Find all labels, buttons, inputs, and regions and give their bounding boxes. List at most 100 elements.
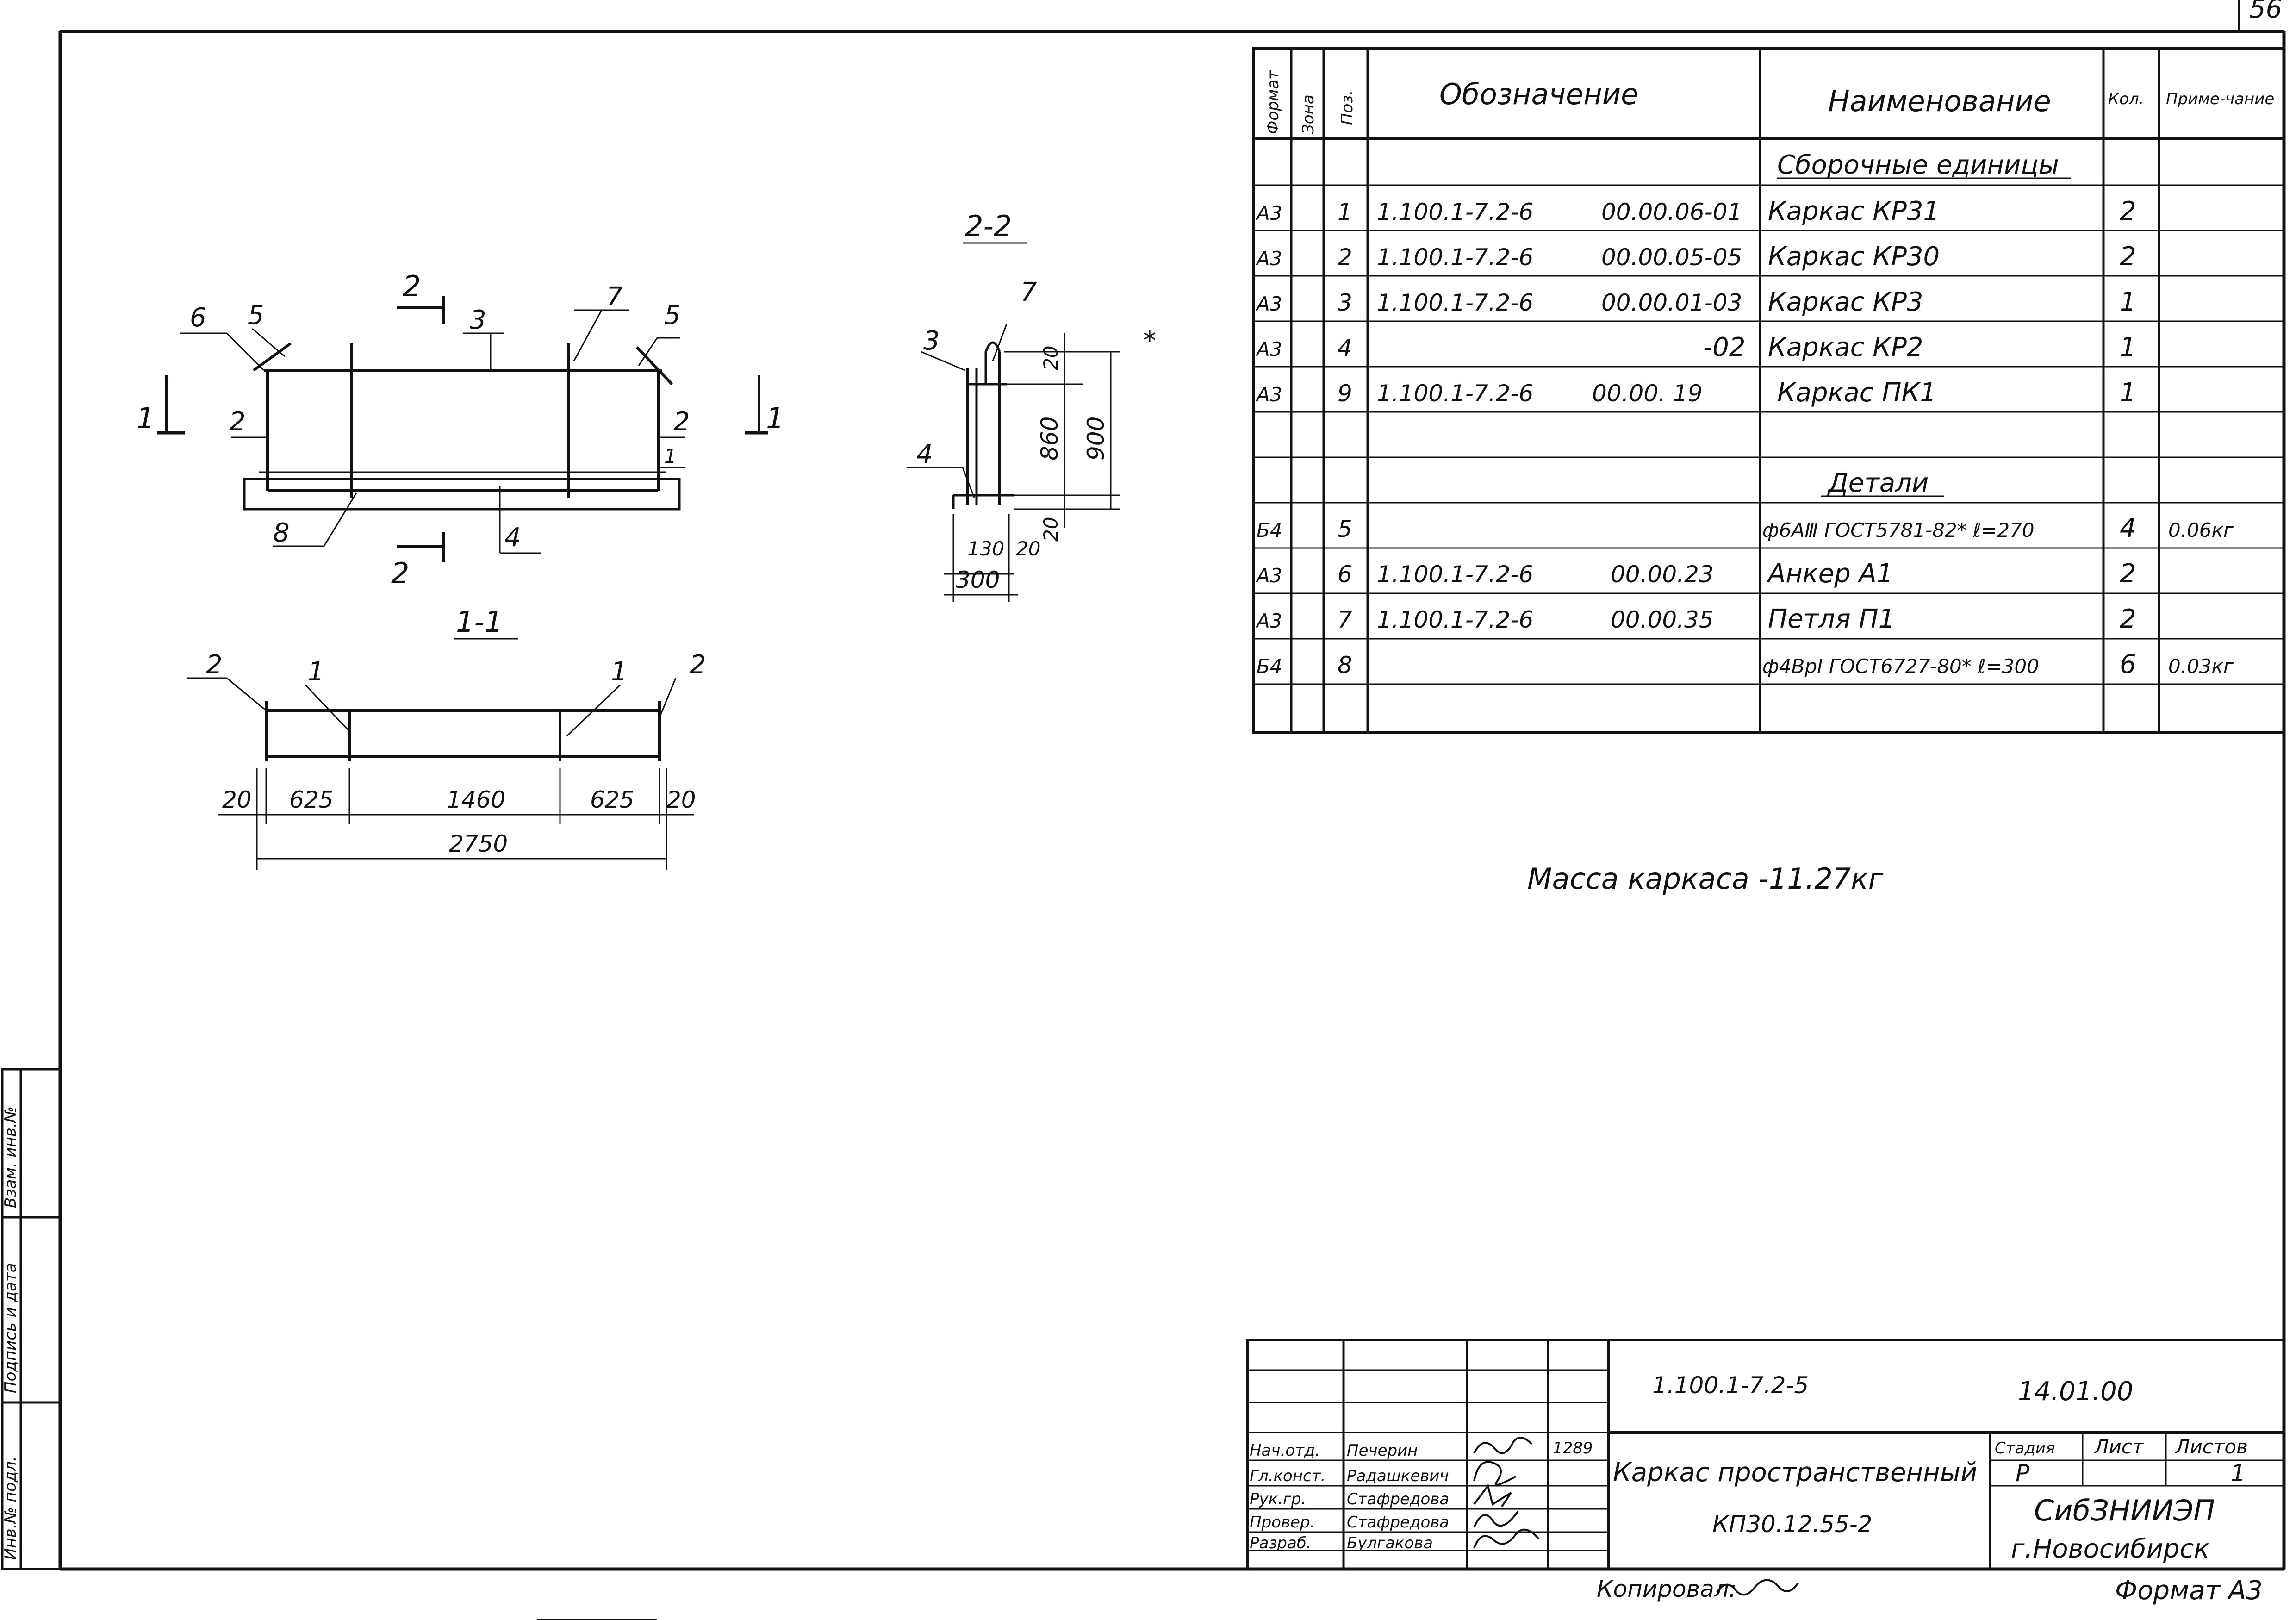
role-check: Провер. <box>1250 1513 1315 1532</box>
plan-callout-4: 4 <box>504 523 521 553</box>
plan-callout-2-left: 2 <box>229 407 246 437</box>
plan-callout-1-right: 1 <box>766 401 784 435</box>
table-row: А3 2 1.100.1-7.2-6 00.00.05-05 Каркас КР… <box>1255 242 2136 272</box>
table-row: А3 6 1.100.1-7.2-6 00.00.23 Анкер А1 2 <box>1255 559 2136 589</box>
table-row: Б4 5 ф6АⅢ ГОСТ5781-82* ℓ=270 4 0.06кг <box>1257 513 2234 543</box>
cell-name: ф6АⅢ ГОСТ5781-82* ℓ=270 <box>1762 519 2035 542</box>
cell-qty: 4 <box>2120 513 2136 543</box>
role-author: Разраб. <box>1250 1534 1312 1552</box>
cell-name: Каркас КР30 <box>1768 242 1940 272</box>
plan-callout-1-left: 1 <box>137 401 155 435</box>
sheet-frame <box>58 0 2286 1571</box>
cell-pos: 8 <box>1338 652 1352 679</box>
s22-callout-3: 3 <box>923 326 940 356</box>
s22-star: * <box>1143 326 1156 356</box>
cell-pos: 5 <box>1338 516 1352 542</box>
table-row: Б4 8 ф4ВрⅠ ГОСТ6727-80* ℓ=300 6 0.03кг <box>1257 649 2234 679</box>
section-2-2-view <box>907 324 1120 602</box>
cell-code: 00.00.01-03 <box>1601 289 1742 316</box>
cell-qty: 1 <box>2120 378 2136 408</box>
name-chief: Радашкевич <box>1347 1467 1449 1485</box>
section-1-1-title: 1-1 <box>456 605 503 639</box>
sheet-number: 56 <box>2249 0 2282 24</box>
header-designation: Обозначение <box>1439 77 1638 111</box>
cell-format: А3 <box>1255 247 1282 270</box>
name-check: Стафредова <box>1347 1513 1449 1532</box>
s11-callout-1-left: 1 <box>308 657 324 687</box>
side-stamp-inv: Инв.№ подл. <box>1 1456 20 1560</box>
cell-format: А3 <box>1255 293 1282 315</box>
cell-qty: 2 <box>2120 604 2136 634</box>
name-author: Булгакова <box>1347 1534 1433 1552</box>
section-2-2-title: 2-2 <box>965 209 1012 243</box>
s22-dim-300: 300 <box>956 567 1000 593</box>
plan-view <box>157 296 768 562</box>
cell-doc: 1.100.1-7.2-6 <box>1377 289 1533 316</box>
cell-pos: 3 <box>1338 289 1352 316</box>
year-mark: 1289 <box>1553 1439 1593 1458</box>
s11-dim-2750: 2750 <box>449 830 508 857</box>
s11-callout-2-right: 2 <box>690 650 706 680</box>
cell-name: ф4ВрⅠ ГОСТ6727-80* ℓ=300 <box>1762 655 2039 678</box>
signatures <box>1473 1437 1540 1549</box>
s22-dim-130: 130 <box>967 537 1004 560</box>
side-stamp-replace: Взам. инв.№ <box>1 1106 20 1208</box>
plan-callout-5-right: 5 <box>664 300 681 330</box>
cell-format: А3 <box>1255 383 1282 406</box>
sheets-value: 1 <box>2231 1460 2246 1487</box>
s11-dim-20-left: 20 <box>222 786 252 813</box>
cell-code: 00.00. 19 <box>1592 380 1703 407</box>
product-title: Каркас пространственный <box>1613 1458 1977 1488</box>
cell-doc: 1.100.1-7.2-6 <box>1377 244 1533 271</box>
cell-note: 0.06кг <box>2168 519 2234 542</box>
s11-dim-625-right: 625 <box>590 786 634 813</box>
cell-format: А3 <box>1255 564 1282 587</box>
cell-name: Каркас ПК1 <box>1777 378 1936 408</box>
cell-pos: 9 <box>1338 380 1352 407</box>
copied-by: Копировал: <box>1597 1576 1737 1602</box>
plan-callout-2-bottom: 2 <box>391 556 409 590</box>
org-city: г.Новосибирск <box>2011 1534 2209 1564</box>
plan-callout-6: 6 <box>190 303 206 333</box>
cell-doc: 1.100.1-7.2-6 <box>1377 199 1533 225</box>
table-row: А3 7 1.100.1-7.2-6 00.00.35 Петля П1 2 <box>1255 604 2136 634</box>
header-zone: Зона <box>1299 94 1318 134</box>
mass-note: Масса каркаса -11.27кг <box>1527 862 1884 896</box>
cell-name: Каркас КР31 <box>1768 196 1940 226</box>
section-assembly: Сборочные единицы <box>1777 150 2059 180</box>
cell-qty: 2 <box>2120 242 2136 272</box>
s11-dim-20-right: 20 <box>666 786 696 813</box>
cell-pos: 4 <box>1338 335 1352 361</box>
doc-number: 1.100.1-7.2-5 <box>1652 1372 1809 1399</box>
cell-pos: 6 <box>1338 561 1352 588</box>
cell-name: Каркас КР3 <box>1768 287 1923 317</box>
s11-dim-1460: 1460 <box>447 786 505 813</box>
header-qty: Кол. <box>2108 90 2144 108</box>
cell-qty: 2 <box>2120 196 2136 226</box>
plan-callout-3: 3 <box>470 305 486 335</box>
section-1-1-view <box>187 677 694 870</box>
table-row: А3 3 1.100.1-7.2-6 00.00.01-03 Каркас КР… <box>1255 287 2136 317</box>
s11-callout-1-right: 1 <box>611 657 628 687</box>
side-stamp: Инв.№ подл. Подпись и дата Взам. инв.№ <box>1 1068 62 1570</box>
cell-format: А3 <box>1255 610 1282 632</box>
sheets-label: Листов <box>2174 1435 2248 1458</box>
table-row: А3 1 1.100.1-7.2-6 00.00.06-01 Каркас КР… <box>1255 196 2136 226</box>
cell-format: А3 <box>1255 338 1282 361</box>
plan-callout-1-inner: 1 <box>664 445 677 467</box>
s22-dim-20-bottom: 20 <box>1039 517 1062 542</box>
cell-code: 00.00.23 <box>1611 561 1714 588</box>
s22-callout-7: 7 <box>1020 277 1037 307</box>
doc-date: 14.01.00 <box>2018 1377 2133 1407</box>
role-head: Нач.отд. <box>1250 1441 1320 1460</box>
cell-qty: 1 <box>2120 287 2136 317</box>
product-code: КП30.12.55-2 <box>1712 1511 1873 1538</box>
cell-name: Петля П1 <box>1768 604 1895 634</box>
cell-doc: 1.100.1-7.2-6 <box>1377 606 1533 633</box>
name-group: Стафредова <box>1347 1490 1449 1508</box>
cell-qty: 1 <box>2120 332 2136 362</box>
s22-callout-4: 4 <box>916 439 933 469</box>
s22-dim-20-side: 20 <box>1016 537 1040 560</box>
format-label: Формат А3 <box>2115 1576 2263 1606</box>
